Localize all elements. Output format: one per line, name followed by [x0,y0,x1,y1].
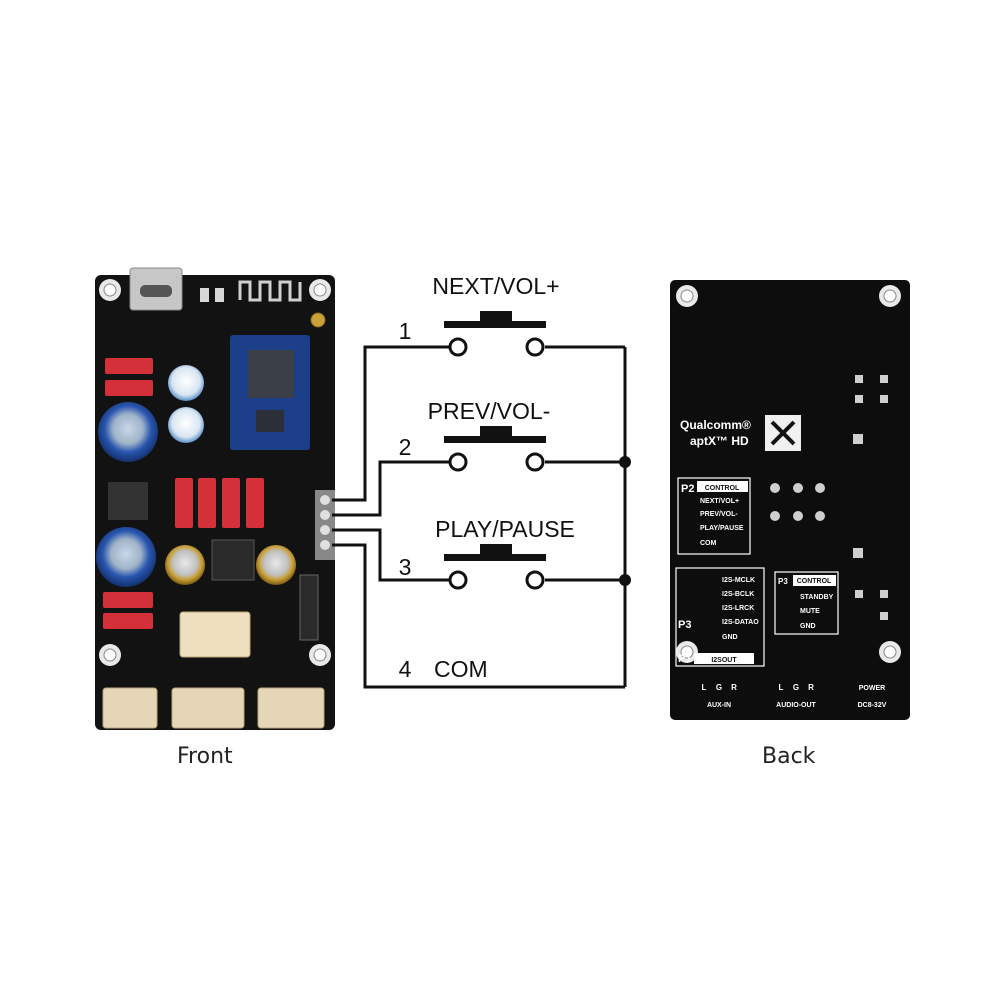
p3-row: GND [800,623,816,630]
p1-row: GND [722,634,738,641]
brand-label: Qualcomm® [680,418,751,432]
p3-row: MUTE [800,608,820,615]
p3-row: STANDBY [800,594,834,601]
p3-title: P3 [778,577,788,586]
junction-dot [619,456,631,468]
p2-row: PLAY/PAUSE [700,525,744,532]
button-label-play: PLAY/PAUSE [435,516,575,542]
dac-chip [211,539,255,581]
wire-1 [332,345,450,502]
bluetooth-module [230,335,310,450]
button-number-1: 1 [399,318,412,344]
power-label: POWER [859,685,885,692]
aux-in-pins: G [716,683,722,692]
relay [179,611,251,658]
p1-row: I2S-DATAO [722,619,759,626]
audio-out-pins: L [779,683,784,692]
p3-side-title: P3 [678,619,691,631]
p2-title: P2 [681,483,694,495]
p2-row: COM [700,540,717,547]
caption-back: Back [762,744,816,769]
aux-in-pins: L [702,683,707,692]
aux-in-pins: R [731,683,737,692]
jst-connectors [102,687,325,729]
codec-label: aptX™ HD [690,434,749,448]
antenna-connector [310,312,326,328]
p1-pin-table: P3 I2S-MCLK I2S-BCLK I2S-LRCK I2S-DATAO … [675,567,765,667]
back-board: Qualcomm® aptX™ HD P2 CONTROL NEXT/VOL+ … [670,280,910,720]
wire-3 [332,528,450,582]
header-pins [299,490,335,641]
wire-4-com [332,543,625,689]
power-voltage-label: DC8-32V [858,702,887,709]
audio-out-pins: R [808,683,814,692]
push-button-play [444,544,546,590]
capacitor-large [98,402,158,462]
p1-title: P1 [678,653,691,665]
led [215,288,224,302]
p1-row: I2S-MCLK [722,577,755,584]
p2-row: PREV/VOL- [700,511,738,518]
audio-out-label: AUDIO-OUT [776,702,816,709]
capacitor-gold [165,545,205,585]
p1-row: I2S-LRCK [722,605,754,612]
solder-pads [770,375,888,620]
button-label-prev: PREV/VOL- [428,398,551,424]
p2-header: CONTROL [705,485,740,492]
p2-pin-table: P2 CONTROL NEXT/VOL+ PREV/VOL- PLAY/PAUS… [677,477,751,555]
wire-2 [332,460,450,517]
p3-pin-table: P3 CONTROL STANDBY MUTE GND [774,571,839,635]
push-button-next [444,311,546,357]
resistors [103,358,264,629]
front-board [95,267,335,730]
capacitor-gold [256,545,296,585]
p1-row: I2S-BCLK [722,591,754,598]
push-button-prev [444,426,546,472]
junction-dot [619,574,631,586]
wiring-diagram [332,345,627,689]
p2-row: NEXT/VOL+ [700,498,739,505]
capacitor-small [168,365,204,401]
p1-footer: I2SOUT [711,657,737,664]
back-mounting-holes [676,285,901,663]
caption-front: Front [177,744,233,769]
com-number-4: 4 [399,656,412,682]
regulator [108,482,148,520]
audio-out-pins: G [793,683,799,692]
front-mounting-holes [99,279,331,666]
p3-header: CONTROL [797,578,832,585]
com-label: COM [434,656,488,682]
usb-c-port [129,267,183,311]
aux-in-label: AUX-IN [707,702,731,709]
pcb-antenna [238,280,302,302]
led [200,288,209,302]
aptx-logo [765,415,801,451]
button-number-2: 2 [399,434,412,460]
back-pcb [670,280,910,720]
button-label-next: NEXT/VOL+ [432,273,559,299]
capacitor-small [168,407,204,443]
connector-labels: L G R AUX-IN L G R AUDIO-OUT POWER DC8-3… [702,683,887,709]
button-number-3: 3 [399,554,412,580]
capacitor-large [96,527,156,587]
